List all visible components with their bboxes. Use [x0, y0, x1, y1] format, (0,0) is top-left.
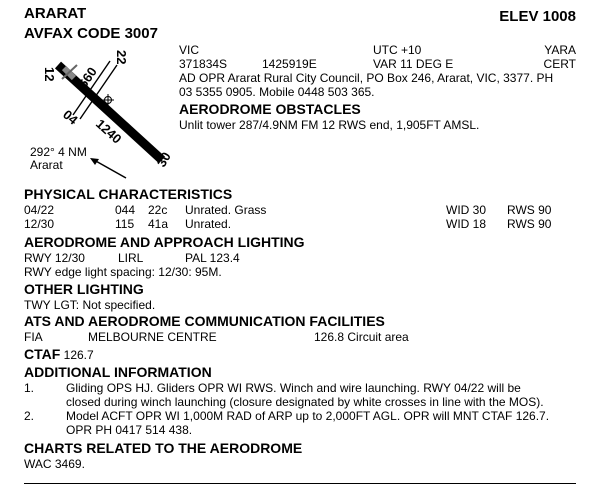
additional-num-1: 1. — [24, 381, 35, 395]
runway-04-22-edge-left — [72, 60, 111, 116]
elevation: ELEV 1008 — [499, 8, 576, 25]
lighting-title: AERODROME AND APPROACH LIGHTING — [24, 234, 305, 250]
state: VIC — [179, 43, 200, 57]
direction-arrow-icon — [90, 158, 127, 179]
charts-text: WAC 3469. — [24, 457, 85, 471]
operator-line-2: 03 5355 0905. Mobile 0448 503 365. — [179, 85, 375, 99]
physical-surface-2: Unrated. — [185, 217, 232, 231]
additional-num-2: 2. — [24, 409, 35, 423]
ats-type: FIA — [24, 330, 43, 344]
other-lighting-title: OTHER LIGHTING — [24, 281, 144, 297]
longitude: 1425919E — [262, 57, 317, 71]
operator-line-1: AD OPR Ararat Rural City Council, PO Box… — [179, 71, 554, 85]
town-bearing: 292° 4 NM — [30, 145, 87, 159]
physical-pcn-1: 22c — [148, 203, 168, 217]
ats-frequency: 126.8 Circuit area — [314, 330, 409, 344]
additional-title: ADDITIONAL INFORMATION — [24, 364, 212, 380]
utc-offset: UTC +10 — [373, 43, 422, 57]
physical-rwy-1: 04/22 — [24, 203, 55, 217]
physical-brg-2: 115 — [115, 217, 135, 231]
physical-width-1: WID 30 — [446, 203, 487, 217]
ctaf-frequency: 126.7 — [63, 348, 94, 362]
physical-pcn-2: 41a — [148, 217, 169, 231]
lighting-runway: RWY 12/30 — [24, 251, 85, 265]
other-lighting-text: TWY LGT: Not specified. — [24, 298, 156, 312]
lighting-type: LIRL — [118, 251, 144, 265]
physical-title: PHYSICAL CHARACTERISTICS — [24, 186, 233, 202]
avfax-code: AVFAX CODE 3007 — [24, 25, 158, 42]
icao-code: YARA — [544, 43, 576, 57]
additional-item-2-line-2: OPR PH 0417 514 438. — [66, 423, 193, 437]
additional-item-2-line-1: Model ACFT OPR WI 1,000M RAD of ARP up t… — [66, 409, 550, 423]
magnetic-variation: VAR 11 DEG E — [373, 57, 454, 71]
town-name: Ararat — [30, 158, 63, 172]
lighting-pal: PAL 123.4 — [185, 251, 240, 265]
latitude: 371834S — [179, 57, 228, 71]
runway-12-30 — [54, 61, 166, 164]
label-rwy-04: 04 — [60, 107, 81, 128]
additional-item-1-line-1: Gliding OPS HJ. Gliders OPR WI RWS. Winc… — [66, 381, 521, 395]
charts-title: CHARTS RELATED TO THE AERODROME — [24, 440, 303, 456]
physical-rwy-2: 12/30 — [24, 217, 55, 231]
ctaf-label: CTAF — [24, 346, 61, 362]
physical-surface-1: Unrated. Grass — [185, 203, 267, 217]
ctaf-row: CTAF 126.7 — [24, 346, 94, 363]
runway-04-22-edge-right — [79, 64, 118, 120]
bottom-divider — [24, 483, 576, 484]
lighting-spacing: RWY edge light spacing: 12/30: 95M. — [24, 265, 222, 279]
additional-item-1-line-2: closed during winch launching (closure d… — [66, 395, 544, 409]
glider-icon — [61, 64, 78, 81]
label-rwy-22: 22 — [114, 50, 129, 64]
ats-name: MELBOURNE CENTRE — [88, 330, 217, 344]
obstacles-text: Unlit tower 287/4.9NM FM 12 RWS end, 1,9… — [179, 118, 480, 132]
label-rwy-12: 12 — [42, 67, 57, 81]
arp-marker-icon — [102, 94, 114, 106]
physical-strip-1: RWS 90 — [507, 203, 552, 217]
ats-title: ATS AND AERODROME COMMUNICATION FACILITI… — [24, 313, 385, 329]
label-rwy-30: 30 — [154, 149, 174, 169]
aerodrome-name: ARARAT — [24, 5, 87, 22]
physical-width-2: WID 18 — [446, 217, 487, 231]
runway-diagram: 12 30 04 22 660 1240 — [42, 50, 174, 179]
physical-brg-1: 044 — [115, 203, 136, 217]
certification: CERT — [543, 57, 576, 71]
obstacles-title: AERODROME OBSTACLES — [179, 101, 361, 117]
physical-strip-2: RWS 90 — [507, 217, 552, 231]
